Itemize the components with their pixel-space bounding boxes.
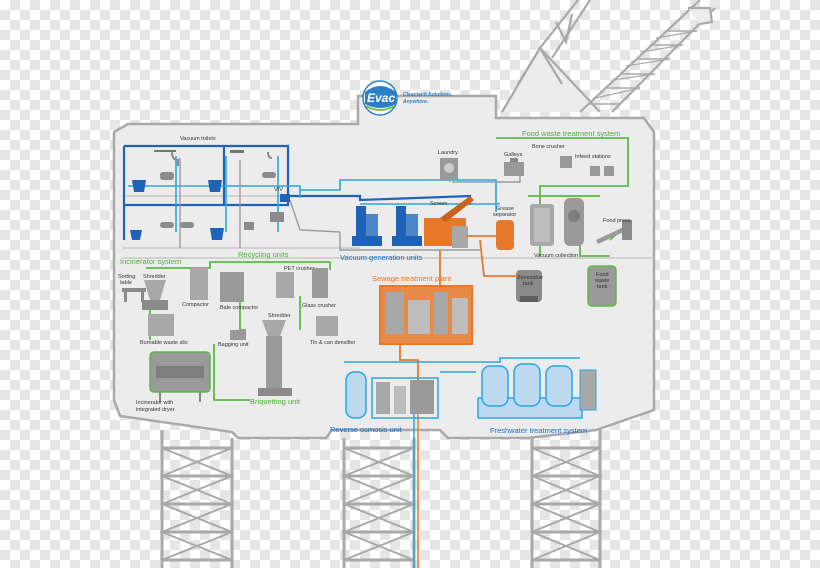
label-shredder-mid: Shredder bbox=[268, 313, 291, 319]
label-bale-compactor: Bale compactor bbox=[220, 305, 258, 311]
label-bone-crusher: Bone crusher bbox=[532, 144, 565, 150]
logo-tagline-1: Cleantech Solutions. bbox=[403, 92, 452, 98]
label-compactor: Compactor bbox=[182, 302, 209, 308]
grease-separator bbox=[496, 220, 514, 250]
label-freshwater-system: Freshwater treatment system bbox=[490, 426, 587, 435]
logo-tagline-2: Anywhere. bbox=[402, 99, 428, 105]
label-galleys: Galleys bbox=[504, 152, 523, 158]
label-tin-can-densifier: Tin & can densifier bbox=[310, 340, 356, 346]
label-food-waste-tank-3: tank bbox=[597, 284, 608, 290]
label-burnable-waste-silo: Burnable waste silo bbox=[140, 340, 188, 346]
bale-compactor bbox=[220, 272, 244, 302]
bagging-unit bbox=[230, 330, 246, 340]
bone-crusher bbox=[560, 156, 572, 168]
crane bbox=[502, 0, 715, 112]
label-viv: VIV bbox=[274, 187, 283, 193]
label-glass-crusher: Glass crusher bbox=[302, 303, 336, 309]
label-vacuum-toilets: Vacuum toilets bbox=[180, 136, 216, 142]
label-incinerator-1: Incinerator with bbox=[136, 400, 173, 406]
pet-crusher bbox=[276, 272, 294, 298]
label-screen: Screen bbox=[430, 201, 447, 207]
platform-legs bbox=[162, 428, 600, 568]
logo-wordmark: Evac bbox=[367, 91, 395, 105]
label-recycling-units: Recycling units bbox=[238, 250, 289, 259]
sewage-plant bbox=[380, 286, 472, 344]
label-incinerator-system: Incinerator system bbox=[120, 257, 181, 266]
label-grease-2: separator bbox=[493, 212, 516, 218]
label-shredder-top: Shredder bbox=[143, 274, 166, 280]
label-bioresidue-2: tank bbox=[523, 281, 534, 287]
label-sorting-table-2: table bbox=[120, 280, 132, 286]
label-infeed-stations: Infeed stations bbox=[575, 154, 611, 160]
laundry-machine bbox=[440, 158, 458, 180]
label-briquetting-unit: Briquetting unit bbox=[250, 397, 301, 406]
label-reverse-osmosis: Reverse osmosis unit bbox=[330, 425, 403, 434]
compactor bbox=[190, 268, 208, 300]
label-food-press: Food press bbox=[603, 218, 631, 224]
label-laundry: Laundry bbox=[438, 150, 458, 156]
label-sewage-plant: Sewage treatment plant bbox=[372, 274, 452, 283]
label-food-waste-system: Food waste treatment system bbox=[522, 129, 620, 138]
glass-crusher bbox=[312, 268, 328, 298]
label-vacuum-generation: Vacuum generation units bbox=[340, 253, 423, 262]
label-incinerator-2: integrated dryer bbox=[136, 407, 175, 413]
label-bagging-unit: Bagging unit bbox=[218, 342, 249, 348]
label-pet-crusher: PET crusher bbox=[284, 266, 315, 272]
label-vacuum-collection: Vacuum collection bbox=[534, 253, 578, 259]
tin-can-densifier bbox=[316, 316, 338, 336]
burnable-waste-silo bbox=[148, 314, 174, 336]
